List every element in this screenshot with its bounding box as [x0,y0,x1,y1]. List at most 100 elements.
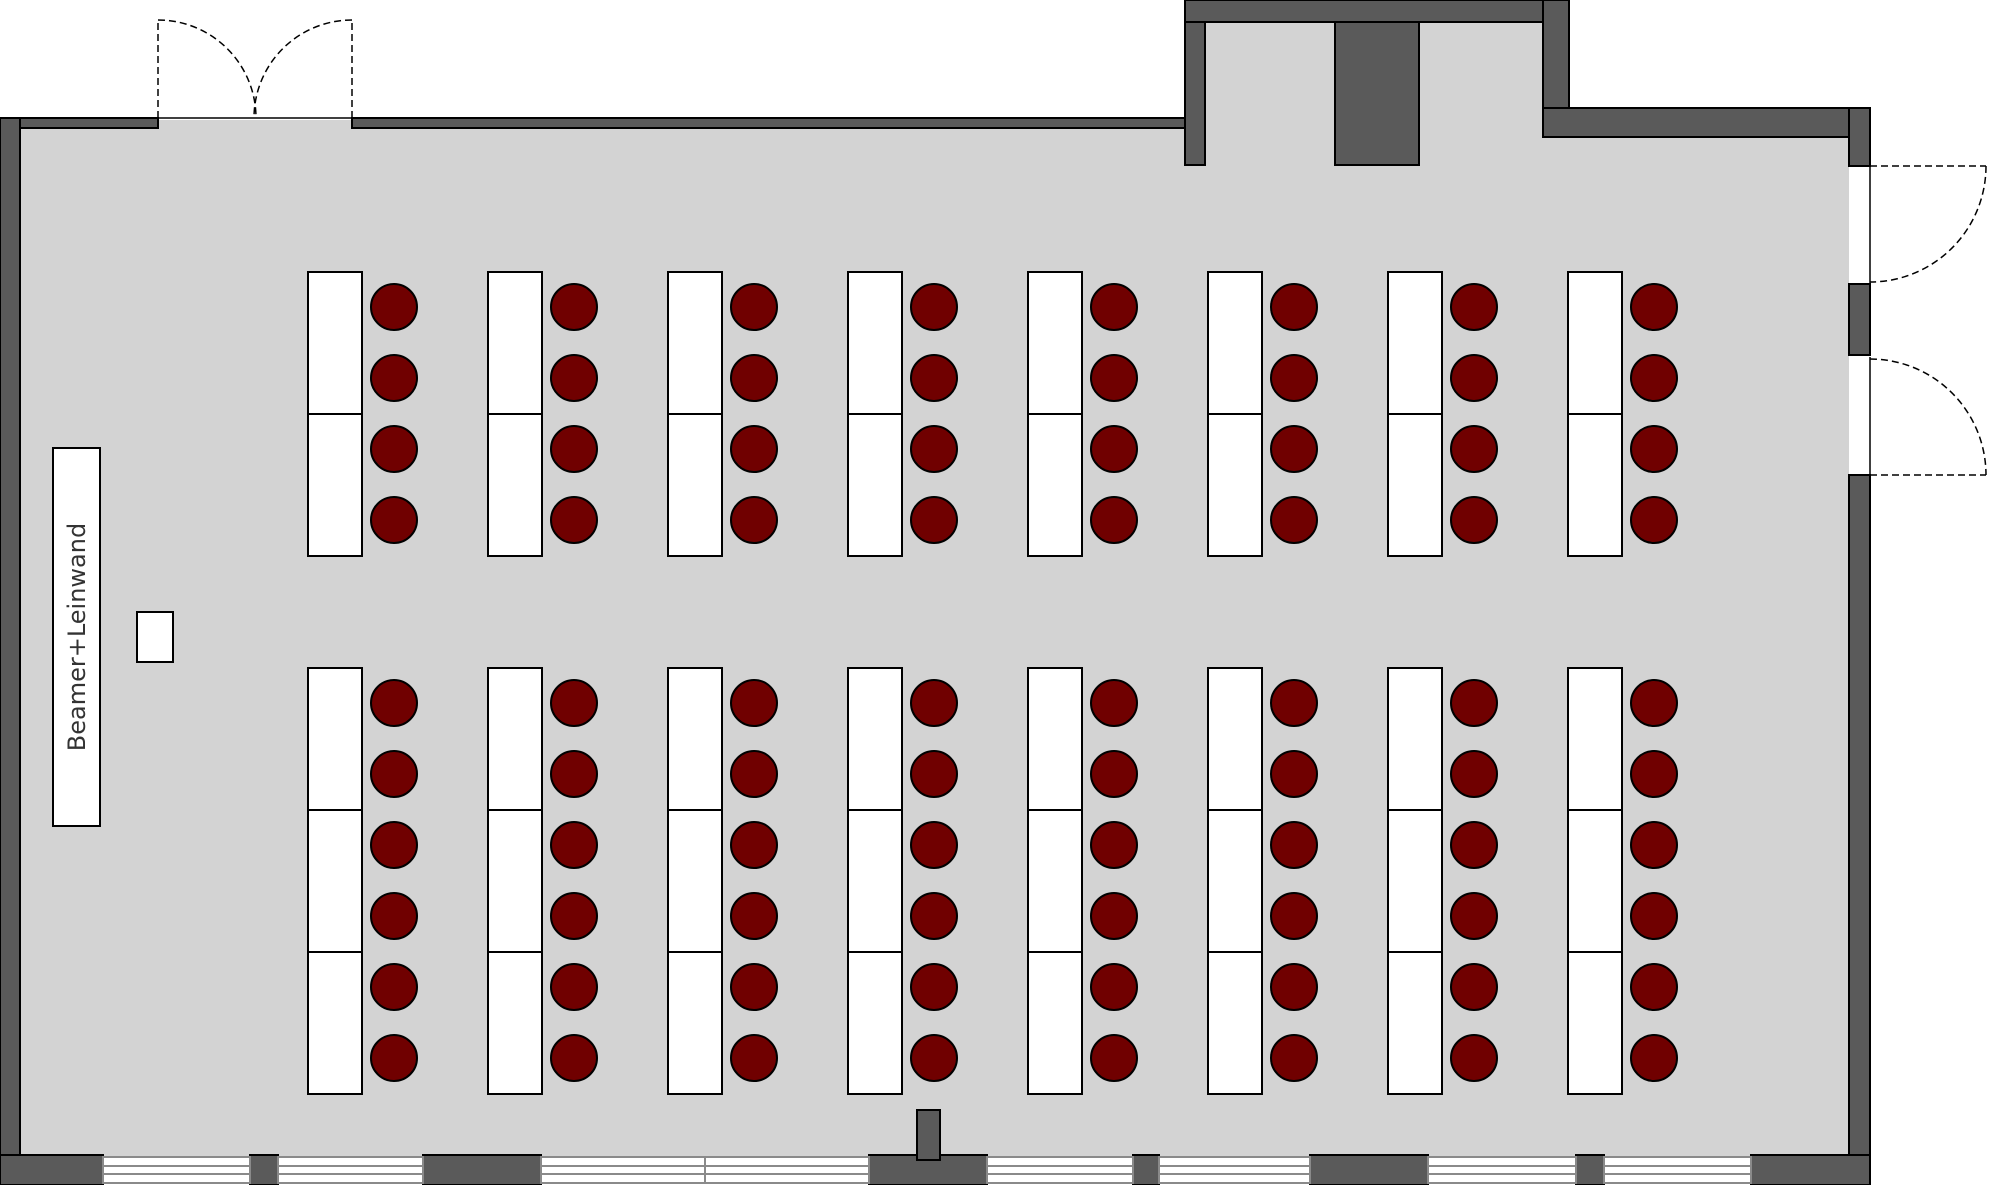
seating-column [667,667,778,1095]
chair [1270,892,1318,940]
chair [910,892,958,940]
chair [1630,679,1678,727]
door-top-left [157,19,353,119]
chair [1450,1034,1498,1082]
window [102,1156,251,1184]
table [487,951,543,1095]
seating-column [1027,667,1138,1095]
wall-bottom-stub [916,1109,941,1161]
wall-bottom-pillar-1 [0,1154,104,1185]
table [1207,413,1263,557]
chair [1630,425,1678,473]
table [1027,271,1083,415]
chair [1630,821,1678,869]
wall-right-middle [1848,283,1871,356]
seating-column [1567,667,1678,1095]
chair [910,821,958,869]
chair [1090,679,1138,727]
chair [910,283,958,331]
walls [0,0,1871,1185]
chair [1630,1034,1678,1082]
chair [550,496,598,544]
chair [550,750,598,798]
chair [550,821,598,869]
table [1027,413,1083,557]
chair [1450,354,1498,402]
chair [1270,963,1318,1011]
table [1567,271,1623,415]
chair [910,425,958,473]
seating-column [1567,271,1678,557]
lectern [136,611,174,663]
table [1567,951,1623,1095]
chair [1270,1034,1318,1082]
chair [370,679,418,727]
chair [1090,425,1138,473]
seating-block-back-block [307,667,1678,1095]
table [1207,271,1263,415]
chair [730,679,778,727]
chair [1090,821,1138,869]
seating-column [1027,271,1138,557]
chair [1450,425,1498,473]
seating-column [307,667,418,1095]
table [1207,809,1263,953]
chair [370,1034,418,1082]
projector-label: Beamer+Leinwand [63,523,91,751]
table [1027,951,1083,1095]
chair [1090,1034,1138,1082]
chair [1450,750,1498,798]
chair [730,963,778,1011]
chair [1630,892,1678,940]
wall-alcove-left [1184,0,1206,166]
window [1158,1156,1311,1184]
table [1567,809,1623,953]
chair [1450,679,1498,727]
chair [730,821,778,869]
wall-right-bottom [1848,474,1871,1185]
table [487,413,543,557]
table [1567,667,1623,811]
wall-top-left [19,117,159,129]
chair [1630,963,1678,1011]
chair [550,892,598,940]
seating-column [667,271,778,557]
window [1427,1156,1577,1184]
chair [1090,892,1138,940]
chair [370,750,418,798]
chair [370,496,418,544]
chair [1090,963,1138,1011]
chair [910,750,958,798]
window [540,1156,870,1184]
windows [102,1156,1752,1184]
chair [1450,892,1498,940]
chair [730,496,778,544]
chair [550,283,598,331]
seating-block-front-block [307,271,1678,557]
seating-column [487,667,598,1095]
chair [730,425,778,473]
chair [1450,283,1498,331]
wall-alcove-top [1184,0,1570,23]
chair [730,750,778,798]
table [667,951,723,1095]
chair [1270,821,1318,869]
chair [1090,354,1138,402]
wall-bottom-pillar-5 [1132,1154,1160,1185]
wall-bottom-pillar-3 [422,1154,542,1185]
chair [1270,679,1318,727]
chair [1630,496,1678,544]
wall-bottom-pillar-6 [1309,1154,1429,1185]
table [307,667,363,811]
table [307,413,363,557]
table [307,951,363,1095]
chair [1630,283,1678,331]
wall-bottom-pillar-8 [1750,1154,1871,1185]
table [1567,413,1623,557]
table [847,809,903,953]
seating-area [307,271,1678,1095]
chair [1450,821,1498,869]
table [847,667,903,811]
table [1387,413,1443,557]
chair [370,425,418,473]
